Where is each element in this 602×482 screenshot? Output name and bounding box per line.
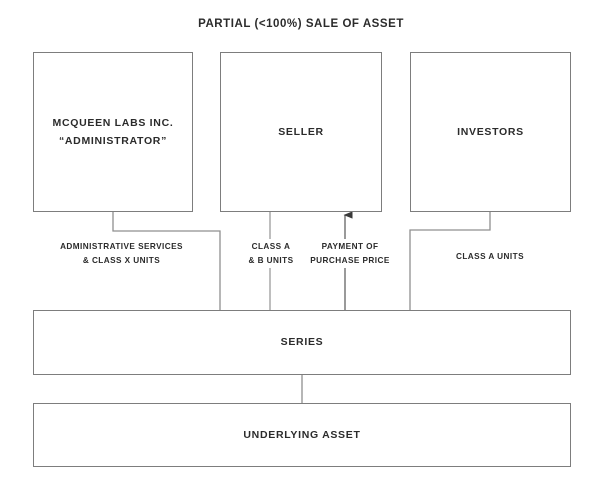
node-investors[interactable]: INVESTORS [410, 52, 571, 212]
edge-label-payment-of-purchase-price-line2: PURCHASE PRICE [310, 255, 390, 265]
node-series-label: SERIES [280, 336, 324, 349]
node-underlying-asset[interactable]: UNDERLYING ASSET [33, 403, 571, 467]
edge-label-payment-of-purchase-price: PAYMENT OF PURCHASE PRICE [305, 239, 395, 269]
node-series[interactable]: SERIES [33, 310, 571, 375]
edge-label-class-a-b-units-line1: CLASS A [251, 242, 291, 251]
node-administrator-line1: MCQUEEN LABS INC. [52, 116, 174, 129]
edge-label-class-a-units-line1: CLASS A UNITS [455, 252, 524, 261]
node-administrator-line2: “ADMINISTRATOR” [58, 135, 168, 147]
edge-label-administrative-services-line1: ADMINISTRATIVE SERVICES [60, 242, 183, 251]
diagram-title: PARTIAL (<100%) SALE OF ASSET [198, 18, 404, 30]
edge-label-administrative-services: ADMINISTRATIVE SERVICES & CLASS X UNITS [34, 239, 209, 269]
edge-label-payment-of-purchase-price-line1: PAYMENT OF [321, 242, 379, 251]
node-seller-label: SELLER [278, 125, 324, 138]
node-underlying-asset-label: UNDERLYING ASSET [243, 428, 361, 441]
node-investors-label: INVESTORS [457, 125, 524, 138]
edge-label-administrative-services-line2: & CLASS X UNITS [82, 255, 161, 265]
node-administrator[interactable]: MCQUEEN LABS INC. “ADMINISTRATOR” [33, 52, 193, 212]
edge-label-class-a-units: CLASS A UNITS [430, 249, 550, 265]
edge-label-class-a-b-units-line2: & B UNITS [248, 255, 294, 265]
edge-label-class-a-b-units: CLASS A & B UNITS [232, 239, 310, 269]
node-seller[interactable]: SELLER [220, 52, 382, 212]
connector-administrator-to-series [112, 212, 221, 310]
connector-investors-to-series [409, 212, 491, 310]
